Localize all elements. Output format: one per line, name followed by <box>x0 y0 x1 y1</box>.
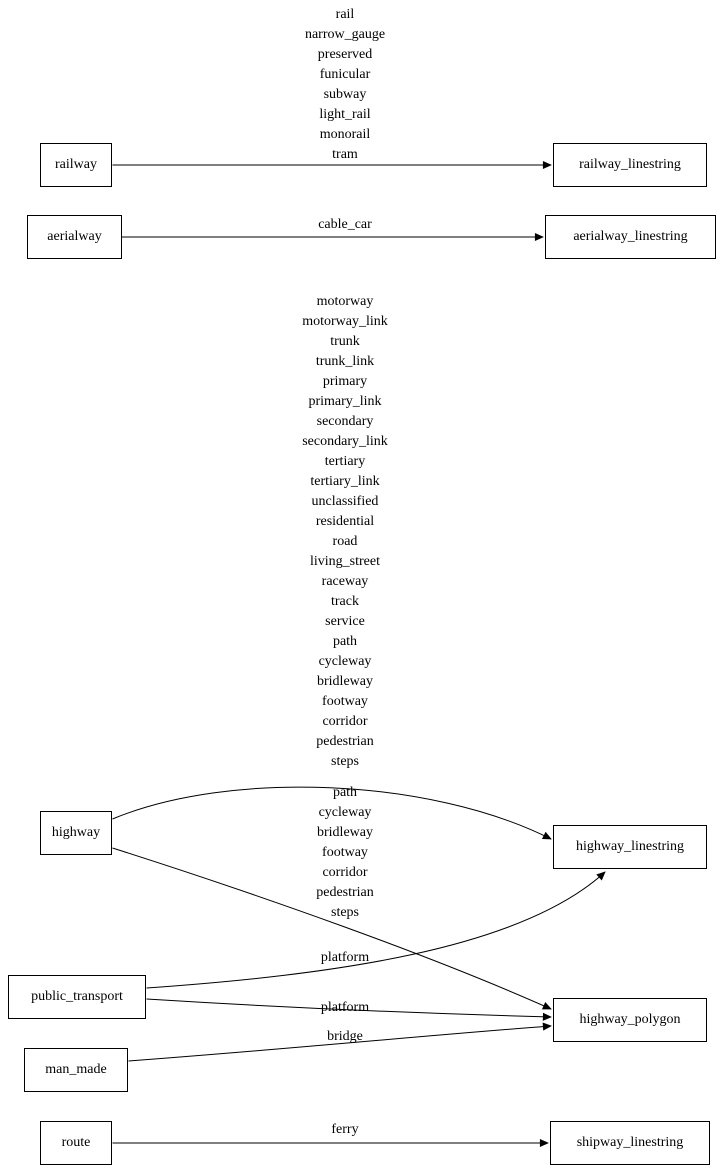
node-shipway-linestring: shipway_linestring <box>550 1121 710 1165</box>
edge-label-highway-line-types: motorway motorway_link trunk trunk_link … <box>302 294 388 769</box>
node-route: route <box>40 1121 112 1165</box>
node-highway-polygon: highway_polygon <box>553 998 707 1042</box>
node-railway-linestring: railway_linestring <box>553 143 707 187</box>
node-railway: railway <box>40 143 112 187</box>
edge-label-ferry: ferry <box>331 1122 359 1137</box>
node-man-made: man_made <box>24 1048 128 1092</box>
node-public-transport: public_transport <box>8 975 146 1019</box>
edge-label-platform-polygon: platform <box>320 1000 370 1015</box>
edge-label-railway-types: rail narrow_gauge preserved funicular su… <box>304 7 386 162</box>
node-aerialway-linestring: aerialway_linestring <box>545 215 716 259</box>
edge-label-cable-car: cable_car <box>318 217 372 232</box>
edge-label-platform-linestring: platform <box>320 950 370 965</box>
node-aerialway: aerialway <box>27 215 122 259</box>
node-highway-linestring: highway_linestring <box>553 825 707 869</box>
edge-label-highway-polygon-types: path cycleway bridleway footway corridor… <box>316 785 374 920</box>
node-highway: highway <box>40 811 112 855</box>
edge-label-bridge: bridge <box>327 1029 363 1044</box>
edge-public-transport-to-highway-linestring <box>146 871 606 989</box>
